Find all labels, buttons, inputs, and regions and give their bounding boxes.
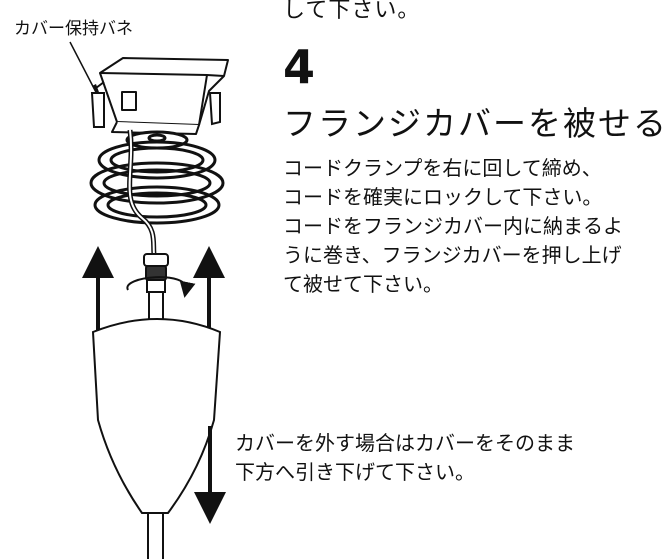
- step-number: 4: [283, 40, 316, 94]
- top-continuation-text: して下さい。: [283, 0, 421, 23]
- removal-note: カバーを外す場合はカバーをそのまま 下方へ引き下げて下さい。: [235, 429, 663, 487]
- push-up-arrows: [82, 246, 225, 335]
- pendant-shade: [91, 318, 222, 514]
- removal-note-line: カバーを外す場合はカバーをそのまま: [235, 431, 575, 455]
- coiled-cord: [89, 130, 225, 225]
- cord-below-shade: [147, 513, 164, 559]
- spring-callout-label: カバー保持バネ: [14, 19, 133, 39]
- instruction-line: て被せて下さい。: [283, 272, 443, 296]
- flange-cover: [99, 57, 229, 135]
- step-instructions: コードクランプを右に回して締め、 コードを確実にロックして下さい。 コードをフラ…: [283, 154, 663, 299]
- removal-note-line: 下方へ引き下げて下さい。: [235, 460, 475, 484]
- cover-retaining-spring: [90, 81, 221, 128]
- cord-clamp: [143, 253, 169, 350]
- instruction-line: コードクランプを右に回して締め、: [283, 156, 602, 180]
- instruction-line: うに巻き、フランジカバーを押し上げ: [283, 243, 622, 267]
- instruction-line: コードを確実にロックして下さい。: [283, 185, 603, 209]
- rotation-arrow-icon: [126, 276, 196, 298]
- step-title: フランジカバーを被せる: [283, 104, 663, 143]
- instruction-line: コードをフランジカバー内に納まるよ: [283, 214, 623, 238]
